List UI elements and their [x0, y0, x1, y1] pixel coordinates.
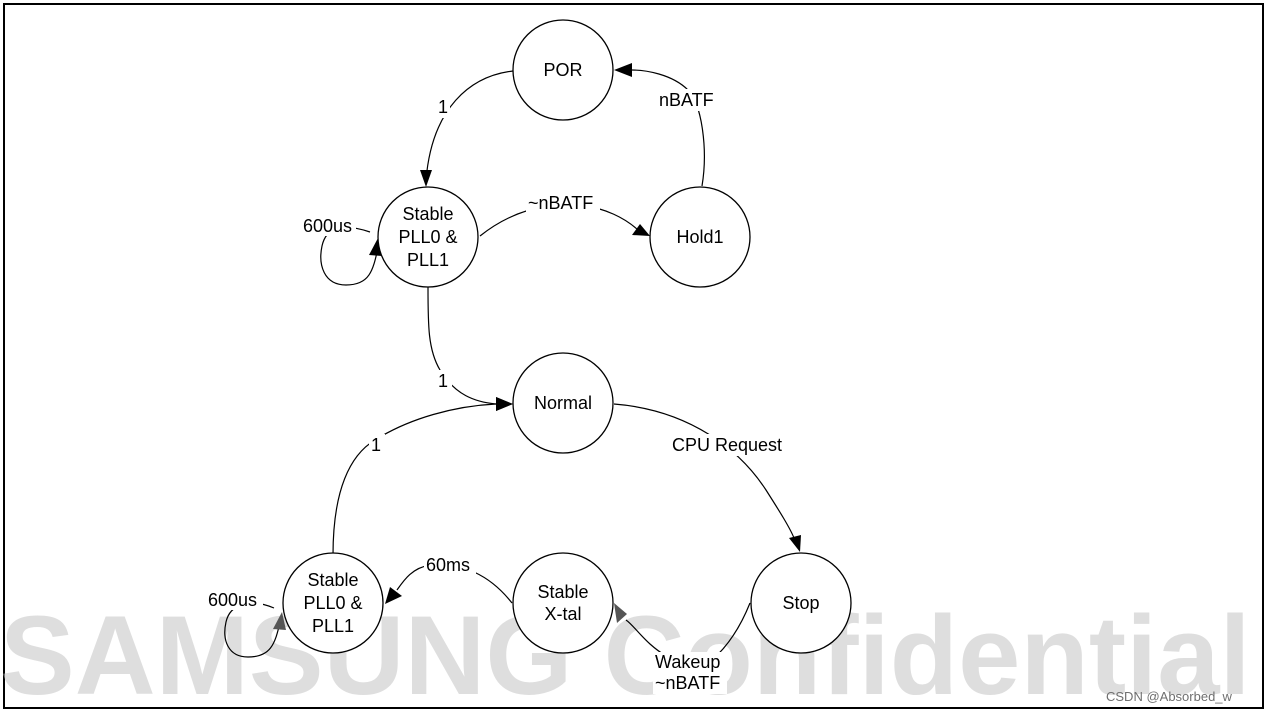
- state-normal-label: Normal: [534, 393, 592, 413]
- confidential-watermark: SAMSUNG Confidential: [0, 593, 1251, 712]
- state-por-label: POR: [543, 60, 582, 80]
- label-stop-to-xtal-line1: Wakeup: [655, 652, 720, 672]
- label-stop-to-xtal-line2: ~nBATF: [655, 673, 720, 693]
- state-stable-pll-top-line3: PLL1: [407, 250, 449, 270]
- state-hold1-label: Hold1: [676, 227, 723, 247]
- state-stable-pll-bottom-line2: PLL0 &: [303, 593, 362, 613]
- label-stable-to-normal: 1: [438, 371, 448, 391]
- state-stable-xtal-line2: X-tal: [544, 604, 581, 624]
- edge-normal-to-stop: [613, 403, 801, 552]
- csdn-credit: CSDN @Absorbed_w: [1106, 689, 1233, 704]
- label-por-to-stable: 1: [438, 97, 448, 117]
- state-stable-pll-bottom-line1: Stable: [307, 570, 358, 590]
- state-stable-xtal-line1: Stable: [537, 582, 588, 602]
- edge-por-to-stable-pll: [420, 70, 514, 187]
- state-por: POR: [512, 19, 614, 121]
- state-stop-label: Stop: [782, 593, 819, 613]
- label-stable-bottom-to-normal: 1: [371, 435, 381, 455]
- label-stable-bottom-self-loop: 600us: [208, 590, 257, 610]
- state-stable-pll-bottom: Stable PLL0 & PLL1: [282, 552, 384, 654]
- label-xtal-to-stable-bottom: 60ms: [426, 555, 470, 575]
- label-stable-to-hold1: ~nBATF: [528, 193, 593, 213]
- state-hold1: Hold1: [649, 186, 751, 288]
- label-normal-to-stop: CPU Request: [672, 435, 782, 455]
- state-stable-pll-top-line2: PLL0 &: [398, 227, 457, 247]
- state-stable-pll-top: Stable PLL0 & PLL1: [377, 186, 479, 288]
- label-stable-top-self-loop: 600us: [303, 216, 352, 236]
- state-stable-xtal: Stable X-tal: [512, 552, 614, 654]
- state-stable-pll-bottom-line3: PLL1: [312, 616, 354, 636]
- state-stop: Stop: [750, 552, 852, 654]
- state-stable-pll-top-line1: Stable: [402, 204, 453, 224]
- label-hold1-to-por: nBATF: [659, 90, 714, 110]
- state-normal: Normal: [512, 352, 614, 454]
